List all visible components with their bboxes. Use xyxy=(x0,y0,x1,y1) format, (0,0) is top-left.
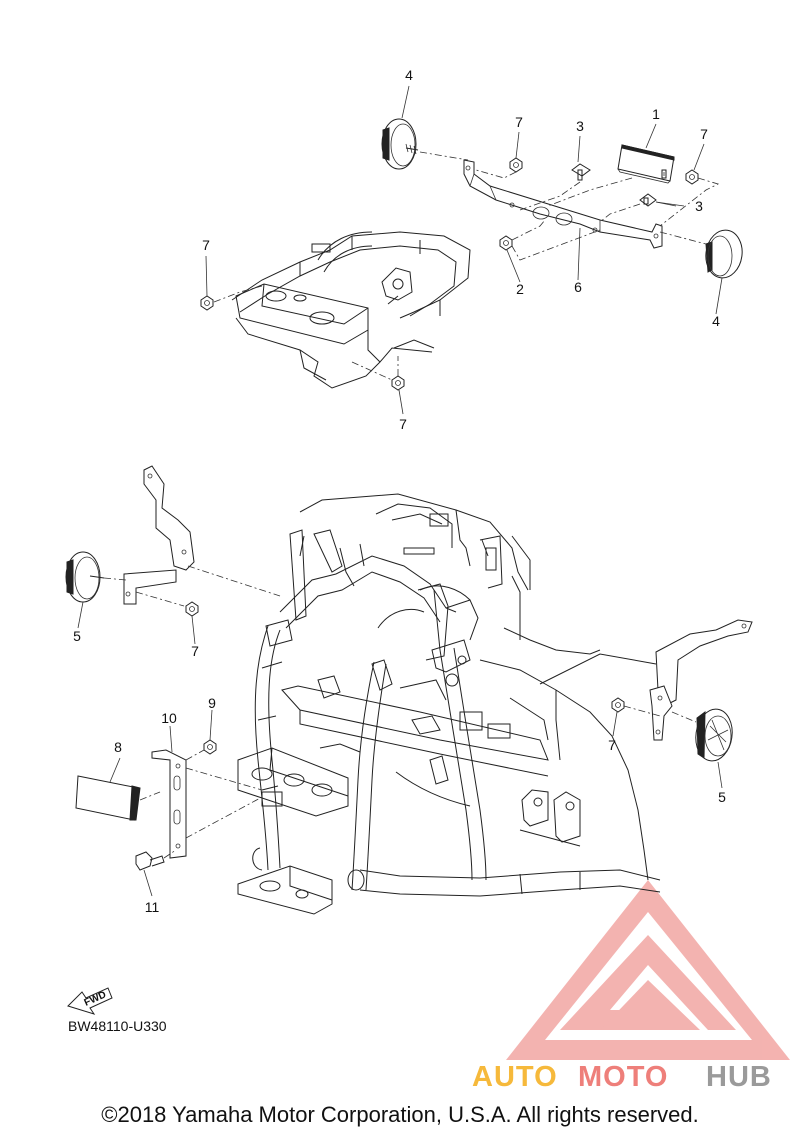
callout-7: 7 xyxy=(700,126,708,142)
bolt-icon xyxy=(661,169,667,179)
lower-assembly xyxy=(65,465,753,915)
washer-icon xyxy=(571,163,591,181)
callout-4: 4 xyxy=(405,67,413,83)
rectangular-reflector xyxy=(75,775,141,821)
reflector-mount-bracket xyxy=(151,749,187,859)
callout-7: 7 xyxy=(191,643,199,659)
callout-11: 11 xyxy=(145,899,160,915)
nut-icon xyxy=(509,157,523,173)
callout-labels: 4 7 3 1 7 3 7 2 6 4 7 5 7 7 5 9 10 8 11 xyxy=(73,67,726,915)
callout-7: 7 xyxy=(515,114,523,130)
reflector-bracket xyxy=(463,159,663,249)
left-reflector-bracket xyxy=(123,465,195,605)
callout-7: 7 xyxy=(202,237,210,253)
nut-icon xyxy=(185,601,199,617)
callout-9: 9 xyxy=(208,695,216,711)
callout-8: 8 xyxy=(114,739,122,755)
round-reflector xyxy=(381,118,419,170)
callout-5: 5 xyxy=(718,789,726,805)
callout-1: 1 xyxy=(652,106,660,122)
fwd-arrow-icon: FWD xyxy=(67,987,113,1015)
callout-3: 3 xyxy=(576,118,584,134)
wordmark-moto: MOTO xyxy=(578,1061,668,1093)
nut-icon xyxy=(611,697,625,713)
callout-7: 7 xyxy=(608,737,616,753)
nut-icon xyxy=(200,295,214,311)
copyright-notice: ©2018 Yamaha Motor Corporation, U.S.A. A… xyxy=(101,1102,699,1127)
callout-3: 3 xyxy=(695,198,703,214)
callout-10: 10 xyxy=(161,710,177,726)
callout-5: 5 xyxy=(73,628,81,644)
callout-2: 2 xyxy=(516,281,524,297)
round-reflector xyxy=(65,551,105,603)
reference-code: BW48110-U330 xyxy=(68,1018,167,1034)
automotohub-logo xyxy=(506,880,790,1060)
wordmark-auto: AUTO xyxy=(472,1061,558,1093)
nut-icon xyxy=(499,235,513,251)
wordmark-hub: HUB xyxy=(706,1061,772,1093)
nut-icon xyxy=(203,739,217,755)
callout-6: 6 xyxy=(574,279,582,295)
nut-icon xyxy=(391,375,405,391)
round-reflector xyxy=(695,708,733,762)
automotohub-wordmark: AUTO MOTO HUB xyxy=(472,1061,772,1093)
bolt-icon xyxy=(135,851,165,871)
washer-icon xyxy=(639,193,657,207)
nut-icon xyxy=(685,169,699,185)
callout-4: 4 xyxy=(712,313,720,329)
callout-7: 7 xyxy=(399,416,407,432)
round-reflector xyxy=(705,229,743,279)
parts-diagram: AUTO MOTO HUB xyxy=(65,67,790,1093)
rectangular-reflector xyxy=(617,144,675,184)
upper-assembly xyxy=(200,85,743,415)
right-reflector-bracket xyxy=(649,619,753,741)
